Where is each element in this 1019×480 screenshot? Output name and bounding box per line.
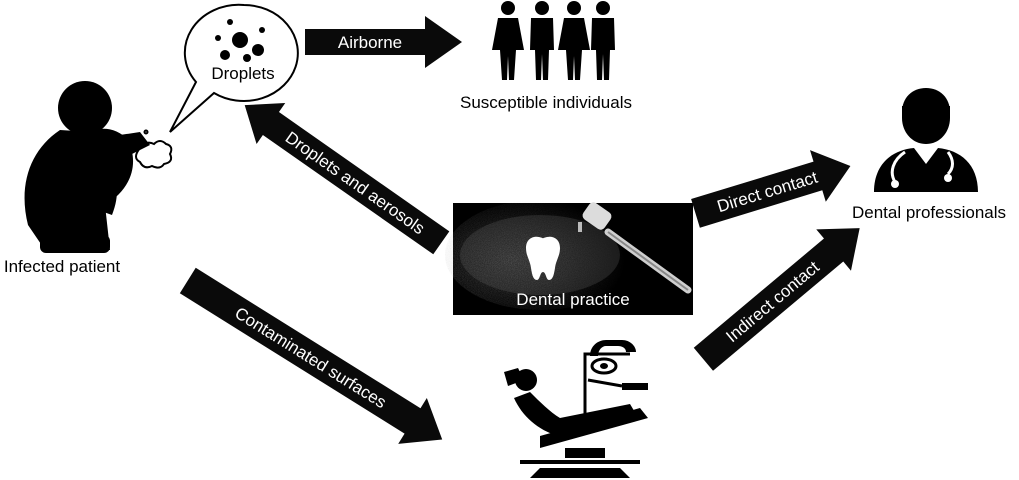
indirect-contact-arrow: Indirect contact [693, 228, 860, 371]
airborne-label: Airborne [338, 33, 402, 52]
droplets-label: Droplets [211, 64, 274, 83]
direct-contact-arrow: Direct contact [691, 150, 851, 228]
contaminated-surfaces-arrow: Contaminated surfaces [179, 267, 443, 444]
infected-patient-label: Infected patient [4, 257, 121, 276]
dental-professionals-label: Dental professionals [852, 203, 1006, 222]
susceptible-individuals-label: Susceptible individuals [460, 93, 632, 112]
airborne-arrow: Airborne [305, 16, 462, 68]
cough-cloud-icon [134, 129, 173, 169]
person-coughing-icon [24, 81, 150, 253]
contaminated-surfaces-label: Contaminated surfaces [231, 303, 389, 412]
dental-practice-label: Dental practice [516, 290, 629, 309]
tooth-icon [526, 236, 560, 280]
droplets-bubble-icon [169, 3, 299, 133]
droplets-aerosols-label: Droplets and aerosols [282, 128, 428, 238]
people-group-icon [492, 1, 615, 80]
dental-drill-icon [578, 202, 692, 294]
droplets-aerosols-arrow: Droplets and aerosols [244, 103, 450, 255]
dental-chair-icon [504, 340, 648, 478]
dentist-icon [874, 88, 978, 192]
dental-practice-panel: Dental practice [445, 200, 693, 315]
indirect-contact-label: Indirect contact [722, 257, 823, 346]
